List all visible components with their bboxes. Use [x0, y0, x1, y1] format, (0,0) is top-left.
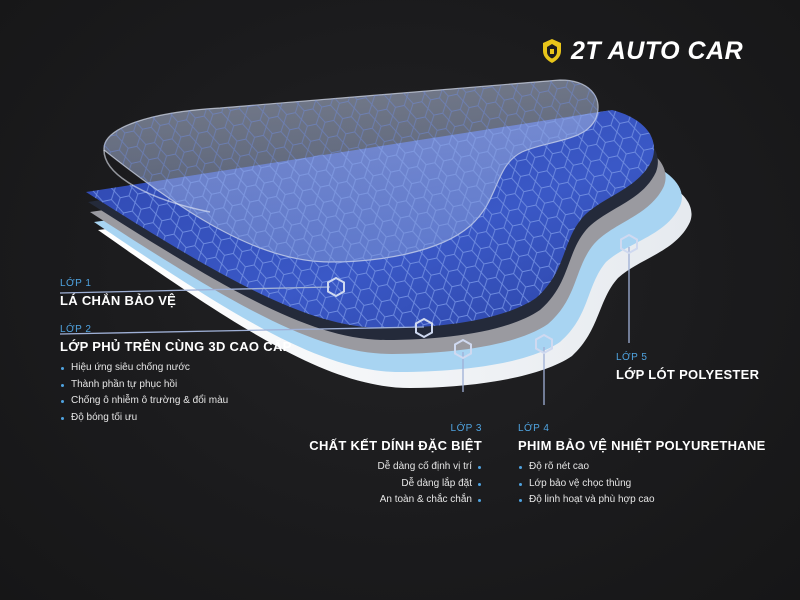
layer-title: LỚP PHỦ TRÊN CÙNG 3D CAO CẤP: [60, 339, 292, 354]
feature-list: Hiệu ứng siêu chống nước Thành phần tự p…: [60, 360, 292, 426]
list-item: Lớp bảo vệ chọc thủng: [518, 476, 766, 493]
hexagon-marker-icon: [535, 333, 553, 355]
layer-4-label: LỚP 4 PHIM BẢO VỆ NHIỆT POLYURETHANE Độ …: [518, 423, 766, 509]
layer-number: LỚP 5: [616, 352, 648, 363]
list-item: Dễ dàng cố định vị trí: [309, 459, 482, 476]
layer-number: LỚP 3: [450, 423, 482, 434]
connector-lines: [59, 247, 630, 405]
feature-list: Độ rõ nét cao Lớp bảo vệ chọc thủng Độ l…: [518, 459, 766, 509]
hexagon-marker-icon: [415, 317, 433, 339]
list-item: Thành phần tự phục hồi: [60, 377, 292, 394]
hexagon-marker-icon: [454, 338, 472, 360]
list-item: An toàn & chắc chắn: [309, 492, 482, 509]
layer-number: LỚP 2: [60, 324, 92, 335]
brand-name: 2T AUTO CAR: [571, 36, 744, 65]
layer-1-label: LỚP 1 LÁ CHẮN BẢO VỆ: [60, 278, 176, 308]
feature-list: Dễ dàng cố định vị trí Dễ dàng lắp đặt A…: [309, 459, 482, 509]
brand: 2T AUTO CAR: [541, 36, 743, 66]
list-item: Hiệu ứng siêu chống nước: [60, 360, 292, 377]
layer-title: PHIM BẢO VỆ NHIỆT POLYURETHANE: [518, 438, 766, 453]
list-item: Dễ dàng lắp đặt: [309, 476, 482, 493]
layer-number: LỚP 1: [60, 278, 92, 289]
layer-title: CHẤT KẾT DÍNH ĐẶC BIỆT: [309, 438, 482, 453]
shield-logo-icon: [543, 39, 561, 63]
layer-2-label: LỚP 2 LỚP PHỦ TRÊN CÙNG 3D CAO CẤP Hiệu …: [60, 324, 292, 426]
layer-5-label: LỚP 5 LỚP LÓT POLYESTER: [616, 352, 759, 382]
list-item: Chống ô nhiễm ô trường & đổi màu: [60, 393, 292, 410]
layer-3-label: LỚP 3 CHẤT KẾT DÍNH ĐẶC BIỆT Dễ dàng cố …: [309, 423, 482, 509]
list-item: Độ rõ nét cao: [518, 459, 766, 476]
layer-title: LÁ CHẮN BẢO VỆ: [60, 293, 177, 308]
hexagon-marker-icon: [327, 276, 345, 298]
hexagon-marker-icon: [620, 233, 638, 255]
layer-title: LỚP LÓT POLYESTER: [616, 367, 760, 382]
list-item: Độ bóng tối ưu: [60, 410, 292, 427]
list-item: Độ linh hoạt và phù hợp cao: [518, 492, 766, 509]
layer-number: LỚP 4: [518, 423, 550, 434]
